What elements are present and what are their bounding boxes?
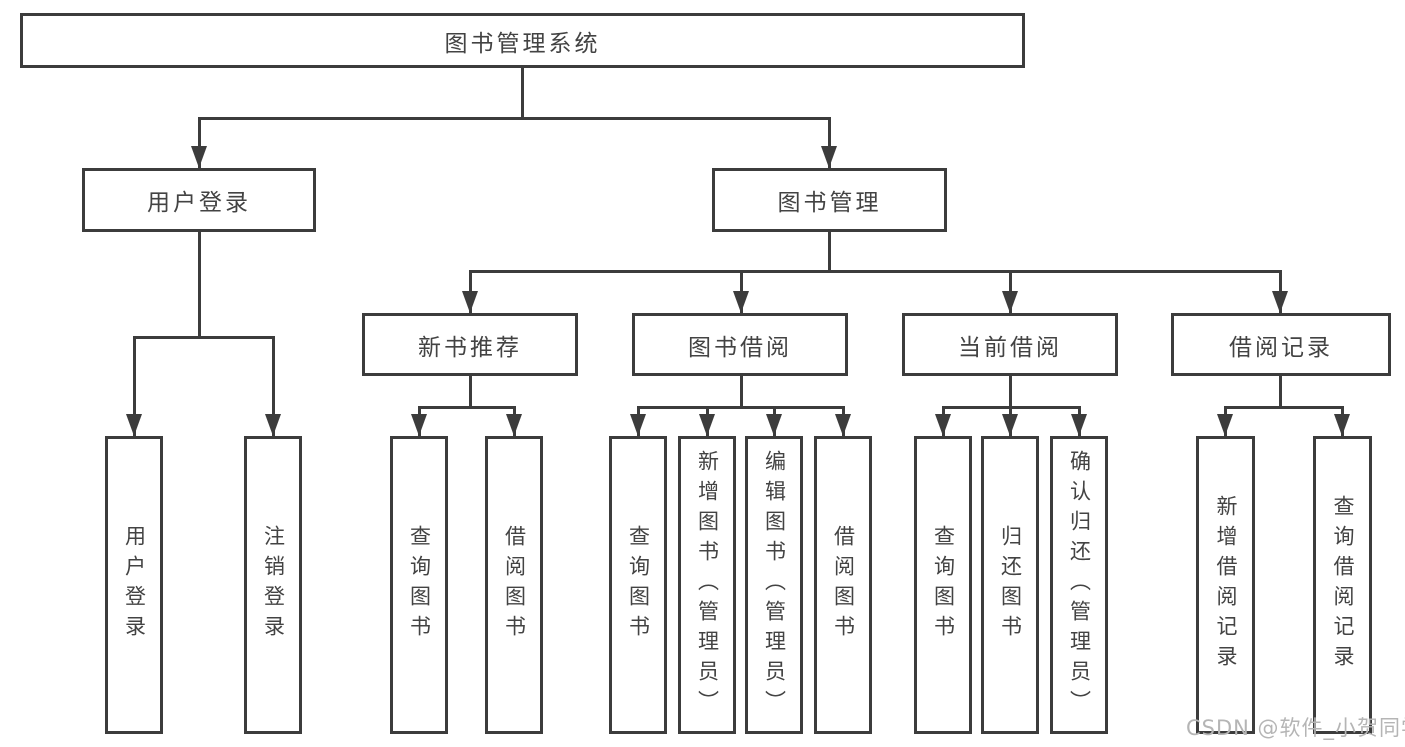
connector-line-vertical	[1008, 376, 1012, 407]
node-leaf-query-borrow-record: 查询借阅记录	[1313, 436, 1372, 734]
node-label: 查询借阅记录	[1331, 495, 1355, 675]
node-label: 新增图书（管理员）	[695, 450, 720, 720]
connector-line-vertical	[468, 376, 472, 407]
node-label: 注销登录	[261, 525, 286, 645]
connector-line-horizontal	[1223, 405, 1344, 409]
arrow-down-icon	[1217, 414, 1233, 436]
node-label: 当前借阅	[958, 334, 1062, 361]
node-label: 借阅图书	[502, 525, 527, 645]
connector-line-vertical	[827, 232, 831, 271]
connector-line-vertical	[520, 68, 524, 118]
node-label: 图书管理	[777, 190, 882, 216]
node-leaf-logout: 注销登录	[244, 436, 302, 734]
node-leaf-borrow-books-recommend: 借阅图书	[485, 436, 543, 734]
node-root-system: 图书管理系统	[20, 13, 1025, 68]
arrow-down-icon	[1002, 291, 1018, 313]
node-label: 图书借阅	[688, 334, 792, 361]
node-leaf-query-books-current: 查询图书	[914, 436, 972, 734]
node-leaf-add-book-admin: 新增图书（管理员）	[678, 436, 736, 734]
arrow-down-icon	[126, 414, 142, 436]
connector-line-vertical	[132, 337, 136, 436]
node-user-login-branch: 用户登录	[82, 168, 316, 232]
node-leaf-confirm-return-admin: 确认归还（管理员）	[1050, 436, 1108, 734]
node-label: 新书推荐	[418, 334, 522, 361]
node-leaf-borrow-books-borrow: 借阅图书	[814, 436, 872, 734]
node-leaf-user-login: 用户登录	[105, 436, 163, 734]
connector-line-vertical	[827, 118, 831, 168]
node-borrowing-records: 借阅记录	[1171, 313, 1391, 376]
arrow-down-icon	[1071, 414, 1087, 436]
connector-line-horizontal	[468, 269, 1282, 273]
node-label: 用户登录	[122, 525, 147, 645]
arrow-down-icon	[821, 146, 837, 168]
arrow-down-icon	[191, 146, 207, 168]
arrow-down-icon	[462, 291, 478, 313]
node-label: 确认归还（管理员）	[1067, 450, 1092, 720]
node-current-borrowing: 当前借阅	[902, 313, 1118, 376]
connector-line-horizontal	[417, 405, 516, 409]
arrow-down-icon	[506, 414, 522, 436]
node-leaf-add-borrow-record: 新增借阅记录	[1196, 436, 1255, 734]
connector-line-vertical	[1278, 376, 1282, 407]
node-label: 查询图书	[931, 525, 956, 645]
arrow-down-icon	[411, 414, 427, 436]
connector-line-horizontal	[132, 335, 275, 339]
node-label: 编辑图书（管理员）	[762, 450, 787, 720]
node-leaf-query-books-borrow: 查询图书	[609, 436, 667, 734]
connector-line-vertical	[739, 376, 743, 407]
node-label: 归还图书	[998, 525, 1023, 645]
node-label: 新增借阅记录	[1214, 495, 1238, 675]
arrow-down-icon	[1002, 414, 1018, 436]
arrow-down-icon	[766, 414, 782, 436]
node-book-management-branch: 图书管理	[712, 168, 947, 232]
node-book-borrowing: 图书借阅	[632, 313, 848, 376]
csdn-watermark: CSDN @软件_小贺同学	[1186, 716, 1405, 740]
connector-line-vertical	[271, 337, 275, 436]
arrow-down-icon	[733, 291, 749, 313]
arrow-down-icon	[935, 414, 951, 436]
arrow-down-icon	[1272, 291, 1288, 313]
arrow-down-icon	[1334, 414, 1350, 436]
arrow-down-icon	[699, 414, 715, 436]
node-label: 查询图书	[626, 525, 651, 645]
connector-line-vertical	[197, 118, 201, 168]
node-label: 借阅记录	[1229, 334, 1333, 361]
node-label: 借阅图书	[831, 525, 856, 645]
node-label: 图书管理系统	[444, 30, 601, 57]
node-label: 查询图书	[407, 525, 432, 645]
node-label: 用户登录	[147, 190, 251, 216]
node-leaf-query-books-recommend: 查询图书	[390, 436, 448, 734]
arrow-down-icon	[265, 414, 281, 436]
connector-line-horizontal	[636, 405, 845, 409]
node-leaf-edit-book-admin: 编辑图书（管理员）	[745, 436, 803, 734]
node-new-book-recommend: 新书推荐	[362, 313, 578, 376]
connector-line-horizontal	[197, 116, 831, 120]
connector-line-vertical	[197, 232, 201, 337]
arrow-down-icon	[630, 414, 646, 436]
arrow-down-icon	[835, 414, 851, 436]
node-leaf-return-book: 归还图书	[981, 436, 1039, 734]
